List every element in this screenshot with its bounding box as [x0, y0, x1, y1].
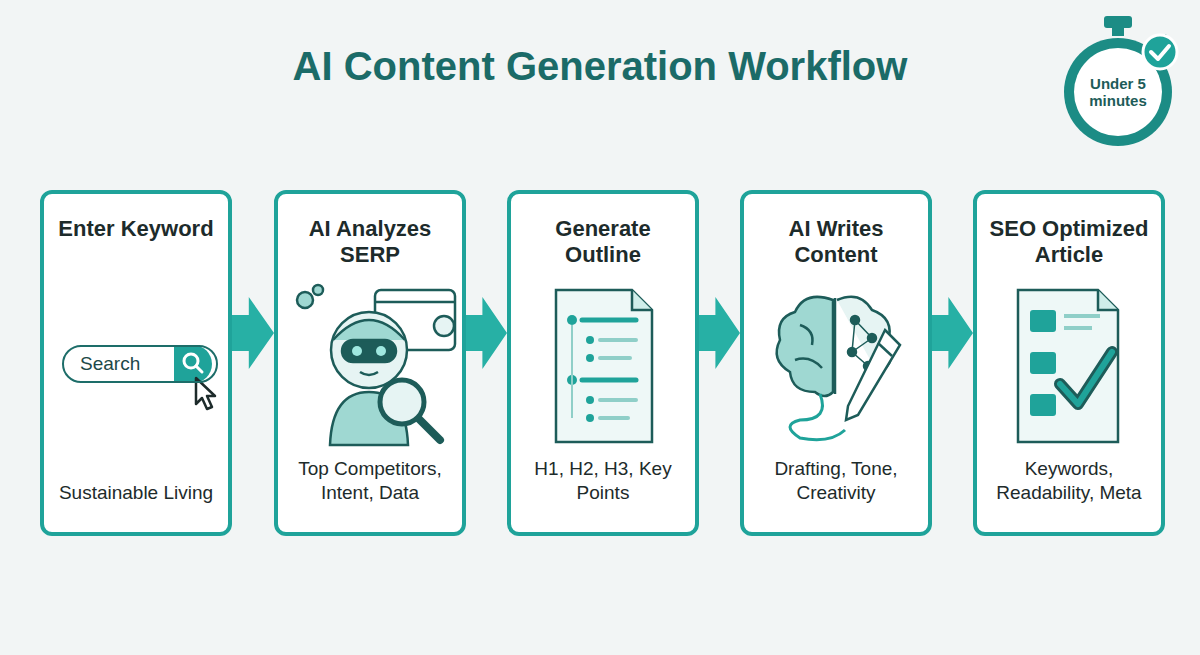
- box-fill: [507, 190, 699, 536]
- brain-icon: [777, 297, 900, 440]
- outline-icon: [556, 290, 652, 442]
- process-box: Enter KeywordSustainable Living Search: [40, 190, 232, 536]
- flow-arrow: [699, 297, 740, 369]
- step-details: H1, H2, H3, Key Points: [523, 457, 683, 506]
- step-heading: Enter Keyword: [58, 216, 213, 242]
- step-heading: SEO Optimized Article: [987, 216, 1151, 269]
- process-box: AI Writes ContentDrafting, Tone, Creativ…: [740, 190, 932, 536]
- box-fill: [740, 190, 932, 536]
- timer-badge: Under 5 minutes: [1074, 48, 1162, 136]
- step-heading: Generate Outline: [521, 216, 685, 269]
- timer-text: Under 5 minutes: [1085, 75, 1151, 110]
- step-details: Top Competitors, Intent, Data: [290, 457, 450, 506]
- flow-arrow: [932, 297, 973, 369]
- article-icon: [1018, 290, 1118, 442]
- step-details: Sustainable Living: [59, 481, 213, 506]
- step-heading: AI Writes Content: [754, 216, 918, 269]
- flow-arrow: [232, 297, 274, 369]
- process-box: Generate OutlineH1, H2, H3, Key Points: [507, 190, 699, 536]
- box-fill: [973, 190, 1165, 536]
- diagram-title: AI Content Generation Workflow: [0, 44, 1200, 89]
- step-heading: AI Analyzes SERP: [288, 216, 452, 269]
- search-bar: Search: [62, 345, 218, 383]
- box-fill: [40, 190, 232, 536]
- robot-icon: [297, 285, 455, 445]
- box-fill: [274, 190, 466, 536]
- process-box: AI Analyzes SERP Top Competitors, Intent,…: [274, 190, 466, 536]
- search-placeholder: Search: [80, 353, 140, 375]
- flow-arrow: [466, 297, 507, 369]
- stopwatch-icon: [1064, 16, 1177, 146]
- step-details: Drafting, Tone, Creativity: [756, 457, 916, 506]
- process-box: SEO Optimized ArticleKeywords, Readabili…: [973, 190, 1165, 536]
- step-details: Keywords, Readability, Meta: [989, 457, 1149, 506]
- search-icon: [174, 345, 215, 409]
